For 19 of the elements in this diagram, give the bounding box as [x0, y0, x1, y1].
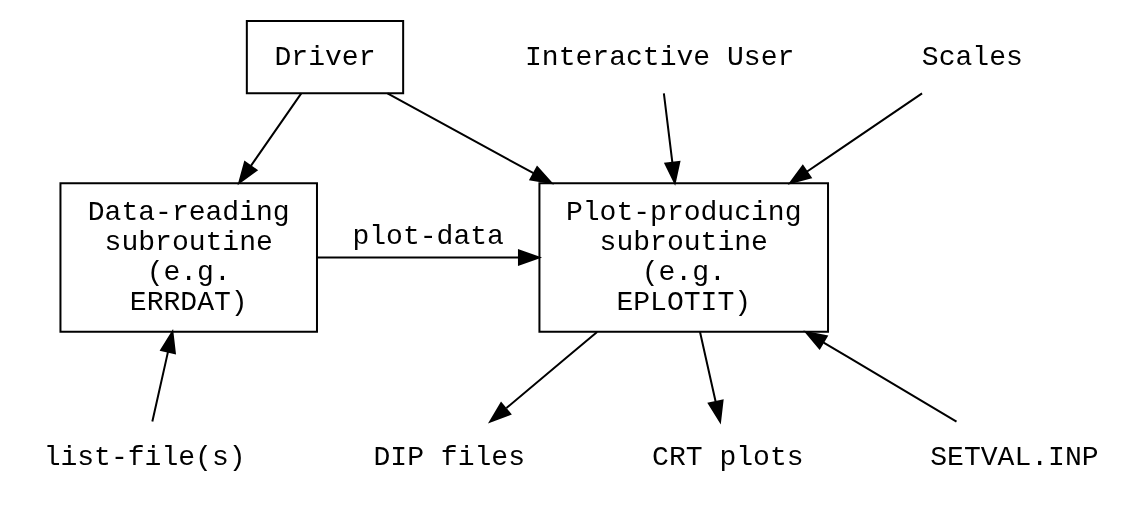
node-text: list-file(s)	[43, 442, 246, 474]
arrow	[787, 92, 924, 185]
arrow	[662, 92, 681, 186]
edge-label: plot-data	[352, 220, 504, 252]
node-box: Plot-producing subroutine (e.g. EPLOTIT)	[538, 182, 830, 333]
arrow	[487, 331, 599, 424]
node-box: Data-reading subroutine (e.g. ERRDAT)	[59, 182, 318, 333]
arrow	[151, 329, 177, 423]
arrow	[699, 331, 724, 425]
node-text: SETVAL.INP	[930, 442, 1099, 474]
node-text: Interactive User	[525, 41, 795, 73]
arrow	[316, 249, 543, 266]
node-box: Driver	[245, 20, 405, 95]
node-text: DIP files	[373, 442, 525, 474]
arrow	[386, 92, 555, 185]
node-text: Scales	[921, 41, 1023, 73]
arrow	[237, 92, 303, 186]
arrow	[803, 330, 958, 423]
node-text: CRT plots	[652, 442, 804, 474]
